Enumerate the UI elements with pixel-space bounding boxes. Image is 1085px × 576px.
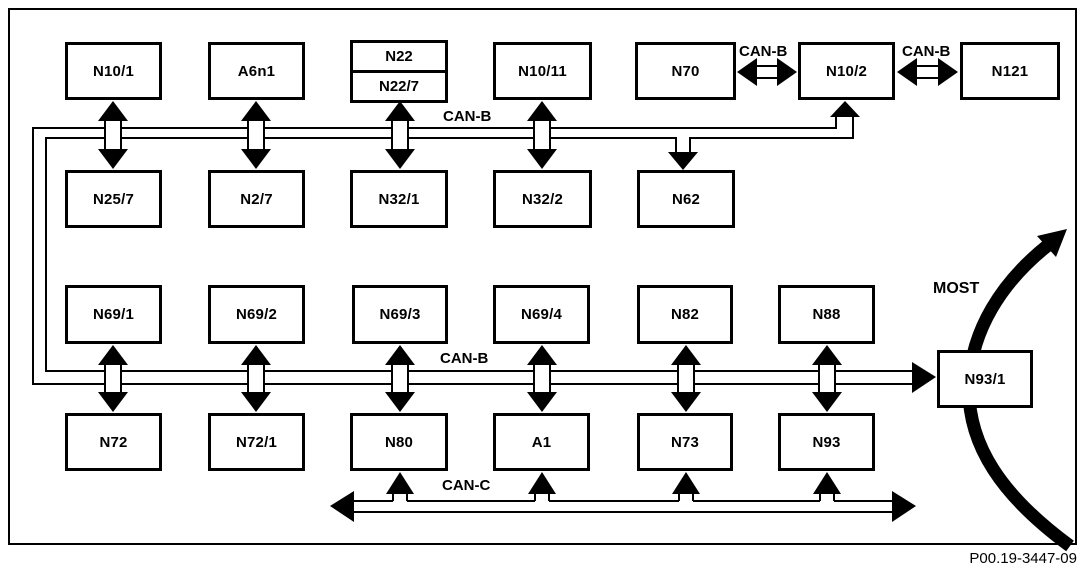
can-b-lower-drop-col4 — [527, 345, 557, 412]
most-bus-label: MOST — [933, 280, 980, 297]
node-n10-2: N10/2 — [798, 42, 895, 100]
node-n82: N82 — [637, 285, 733, 344]
node-n70: N70 — [635, 42, 736, 100]
node-n32-2: N32/2 — [493, 170, 592, 228]
can-b-lower-drop-col3 — [385, 345, 415, 412]
can-b-arrowhead-n10-2 — [830, 101, 860, 117]
can-b-link-n10-2-n121 — [897, 58, 958, 86]
can-b-bus-loop — [32, 116, 912, 385]
can-b-top-drop-col1 — [98, 101, 128, 169]
node-n88: N88 — [778, 285, 875, 344]
can-c-bus — [330, 491, 916, 522]
can-b-lower-drop-col5 — [671, 345, 701, 412]
can-b-lower-bus-label: CAN-B — [440, 350, 489, 367]
node-n22-7: N22/7 — [353, 70, 445, 100]
node-n69-3: N69/3 — [352, 285, 448, 344]
figure-border — [8, 8, 1077, 545]
node-n121: N121 — [960, 42, 1060, 100]
node-a6n1: A6n1 — [208, 42, 305, 100]
node-n2-7: N2/7 — [208, 170, 305, 228]
can-b-lower-drop-col2 — [241, 345, 271, 412]
can-c-riser-n73 — [672, 472, 700, 502]
can-c-bus-label: CAN-C — [442, 477, 491, 494]
node-n32-1: N32/1 — [350, 170, 448, 228]
node-n93-1: N93/1 — [937, 350, 1033, 408]
can-b-top-drop-col3 — [385, 101, 415, 169]
node-n10-11: N10/11 — [493, 42, 592, 100]
node-n25-7: N25/7 — [65, 170, 162, 228]
node-n10-1: N10/1 — [65, 42, 162, 100]
can-b-top-bus-label: CAN-B — [443, 108, 492, 125]
node-n69-2: N69/2 — [208, 285, 305, 344]
node-n69-1: N69/1 — [65, 285, 162, 344]
figure-caption: P00.19-3447-09 — [969, 550, 1077, 567]
node-n72-1: N72/1 — [208, 413, 305, 471]
node-n93: N93 — [778, 413, 875, 471]
node-n73: N73 — [637, 413, 733, 471]
node-a1: A1 — [493, 413, 590, 471]
can-b-top-drop-col4 — [527, 101, 557, 169]
can-b-link-n70-n10-2 — [737, 58, 797, 86]
can-b-lower-drop-col6 — [812, 345, 842, 412]
can-b-lower-drop-col1 — [98, 345, 128, 412]
node-n62: N62 — [637, 170, 735, 228]
node-n69-4: N69/4 — [493, 285, 590, 344]
can-b-branch-n62 — [668, 136, 698, 170]
can-b-link2-label: CAN-B — [902, 43, 951, 60]
can-c-riser-n93 — [813, 472, 841, 502]
can-c-riser-a1 — [528, 472, 556, 502]
node-n22-stack: N22 N22/7 — [350, 40, 448, 103]
can-c-riser-n80 — [386, 472, 414, 502]
node-n22: N22 — [385, 48, 413, 65]
can-b-arrowhead-n93-1 — [912, 362, 936, 393]
node-n72: N72 — [65, 413, 162, 471]
can-b-link1-label: CAN-B — [739, 43, 788, 60]
node-n80: N80 — [350, 413, 448, 471]
can-b-top-drop-col2 — [241, 101, 271, 169]
